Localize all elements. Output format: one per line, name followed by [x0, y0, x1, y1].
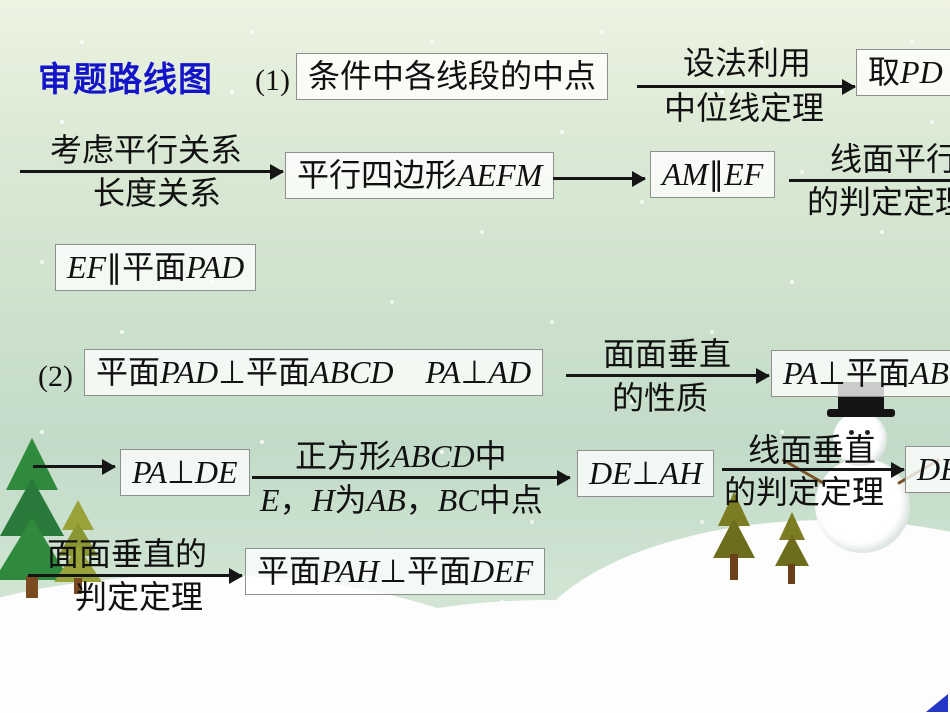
arrow-line: [789, 179, 950, 182]
box-final-conclusion: 平面PAH⊥平面DEF: [245, 548, 546, 595]
arrow-label-bottom: 中位线定理: [664, 90, 825, 126]
arrow-label-bottom: 判定定理: [75, 579, 204, 615]
box-ef-parallel-plane: EF∥平面PAD: [55, 244, 257, 291]
box-condition-midpoints: 条件中各线段的中点: [296, 53, 609, 100]
arrow-label-top: 面面垂直的: [47, 536, 208, 572]
arrow-label-top: 线面平行: [830, 141, 950, 177]
page-title: 审题路线图: [38, 61, 213, 99]
arrow-plain: [553, 177, 645, 180]
arrow-line: [20, 170, 283, 173]
box-pa-perp-plane: PA⊥平面AB: [771, 350, 950, 397]
box-parallelogram: 平行四边形AEFM: [285, 152, 555, 199]
box-am-parallel-ef: AM∥EF: [650, 151, 776, 198]
corner-triangle-icon: [926, 694, 948, 712]
arrow-label-bottom: 长度关系: [93, 175, 222, 211]
part1-label: (1): [255, 64, 290, 97]
part2-label: (2): [38, 360, 73, 393]
arrow-line: [252, 476, 570, 479]
arrow-label-top: 面面垂直: [603, 336, 732, 372]
box-perpendicular-planes: 平面PAD⊥平面ABCD PA⊥AD: [84, 349, 544, 396]
box-pa-perp-de: PA⊥DE: [120, 449, 250, 496]
arrow-plain: [33, 465, 115, 468]
arrow-label-bottom: 的判定定理: [724, 474, 885, 510]
arrow-label-bottom: 的性质: [612, 380, 709, 416]
arrow-line: [637, 85, 855, 88]
arrow-line: [566, 374, 769, 377]
arrow-label-top: 设法利用: [683, 45, 812, 81]
snow-ground: [0, 615, 950, 713]
arrow-label-top: 正方形ABCD中: [295, 438, 507, 474]
box-take-pd: 取PD: [856, 49, 950, 96]
box-de-clipped: DE: [905, 446, 950, 493]
arrow-label-bottom: E，H为AB，BC中点: [260, 482, 543, 518]
arrow-label-bottom: 的判定定理: [807, 184, 950, 220]
box-de-perp-ah: DE⊥AH: [577, 450, 715, 497]
arrow-line: [722, 468, 904, 471]
arrow-label-top: 线面垂直: [748, 432, 877, 468]
arrow-label-top: 考虑平行关系: [50, 132, 243, 168]
snow-dots: [0, 0, 4, 4]
arrow-line: [28, 574, 242, 577]
